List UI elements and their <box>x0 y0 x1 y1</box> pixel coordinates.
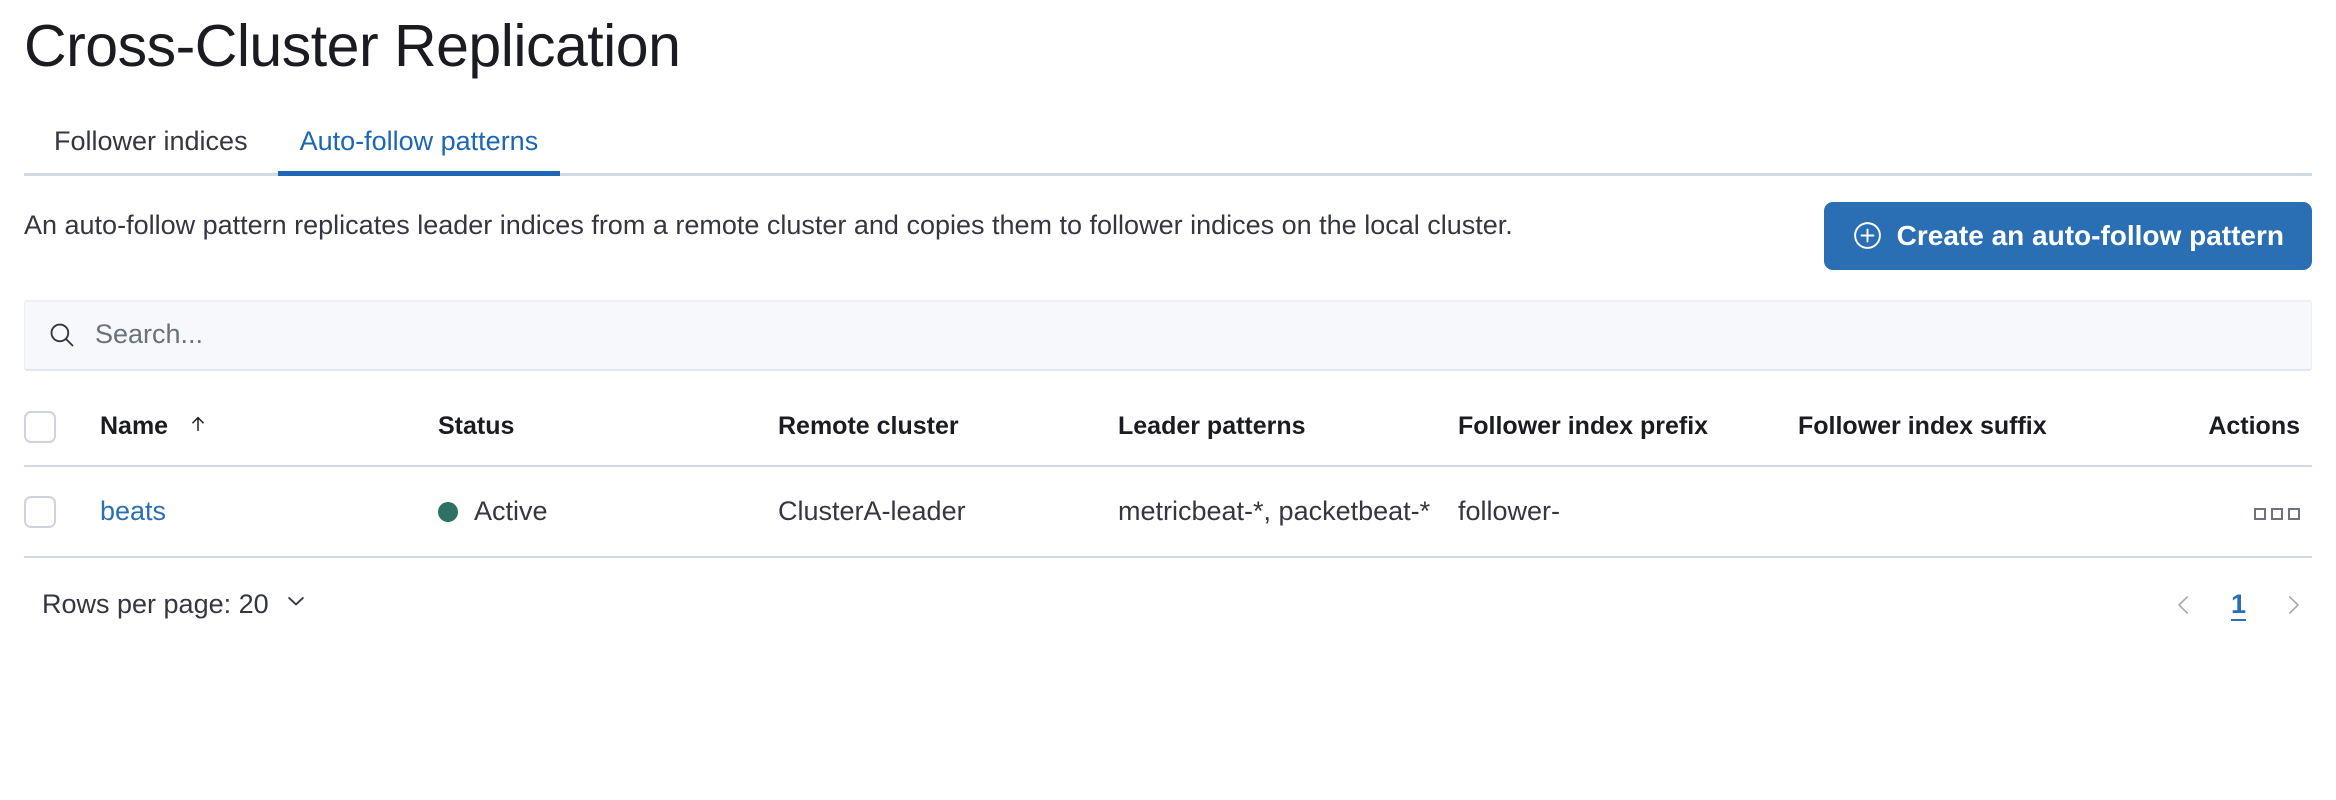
page-title: Cross-Cluster Replication <box>24 13 681 79</box>
dot-2 <box>2271 508 2283 521</box>
column-header-name-label: Name <box>100 411 169 440</box>
column-header-status[interactable]: Status <box>438 398 778 467</box>
column-header-leader-patterns[interactable]: Leader patterns <box>1118 398 1458 467</box>
search-icon <box>47 320 77 350</box>
search-bar[interactable] <box>24 299 2312 371</box>
status-dot-icon <box>438 501 458 522</box>
column-header-actions: Actions <box>2168 398 2312 467</box>
table-body: beats Active ClusterA-leader metricbeat-… <box>24 465 2312 559</box>
table-header-row: Name Status Remote cluster Leader patter… <box>24 398 2312 467</box>
pagination: 1 <box>2171 589 2312 620</box>
create-button-label: Create an auto-follow pattern <box>1896 219 2284 251</box>
cell-remote-cluster: ClusterA-leader <box>778 465 1118 559</box>
tab-auto-follow-patterns[interactable]: Auto-follow patterns <box>277 127 561 176</box>
column-header-remote-cluster[interactable]: Remote cluster <box>778 398 1118 467</box>
overflow-dots-icon[interactable] <box>2254 508 2300 521</box>
intro-row: An auto-follow pattern replicates leader… <box>24 201 2312 270</box>
row-checkbox[interactable] <box>24 495 56 528</box>
rows-per-page-selector[interactable]: Rows per page: 20 <box>42 588 309 621</box>
cell-follower-index-suffix <box>1798 465 2168 559</box>
cell-name: beats <box>100 465 438 559</box>
create-auto-follow-pattern-button[interactable]: Create an auto-follow pattern <box>1823 201 2312 270</box>
plus-in-circle-icon <box>1852 220 1883 251</box>
auto-follow-pattern-link[interactable]: beats <box>100 496 167 527</box>
rows-per-page-label: Rows per page: 20 <box>42 589 269 620</box>
select-all-checkbox[interactable] <box>24 410 56 443</box>
status-label: Active <box>474 496 548 527</box>
tab-follower-indices[interactable]: Follower indices <box>54 125 248 156</box>
row-select-cell <box>24 465 100 559</box>
pagination-page-1[interactable]: 1 <box>2230 589 2246 620</box>
cell-actions <box>2168 465 2312 559</box>
select-all-header <box>24 398 100 467</box>
column-header-follower-index-suffix[interactable]: Follower index suffix <box>1798 398 2168 467</box>
table-header: Name Status Remote cluster Leader patter… <box>24 398 2312 467</box>
cell-status: Active <box>438 465 778 559</box>
dot-1 <box>2254 508 2266 521</box>
chevron-left-icon[interactable] <box>2171 590 2197 620</box>
column-header-follower-index-prefix[interactable]: Follower index prefix <box>1458 398 1798 467</box>
table-footer: Rows per page: 20 1 <box>24 588 2312 621</box>
chevron-down-icon <box>283 588 309 621</box>
status-badge: Active <box>438 496 778 527</box>
search-input[interactable] <box>95 319 2289 351</box>
cell-follower-index-prefix: follower- <box>1458 465 1798 559</box>
table-row: beats Active ClusterA-leader metricbeat-… <box>24 465 2312 559</box>
cell-leader-patterns: metricbeat-*, packetbeat-* <box>1118 465 1458 559</box>
tab-bar: Follower indices Auto-follow patterns <box>24 117 2312 176</box>
column-header-name[interactable]: Name <box>100 398 438 467</box>
intro-description: An auto-follow pattern replicates leader… <box>24 209 1513 240</box>
dot-3 <box>2288 508 2300 521</box>
chevron-right-icon[interactable] <box>2280 590 2306 620</box>
auto-follow-patterns-table: Name Status Remote cluster Leader patter… <box>24 398 2312 559</box>
arrow-up-icon <box>187 413 209 442</box>
